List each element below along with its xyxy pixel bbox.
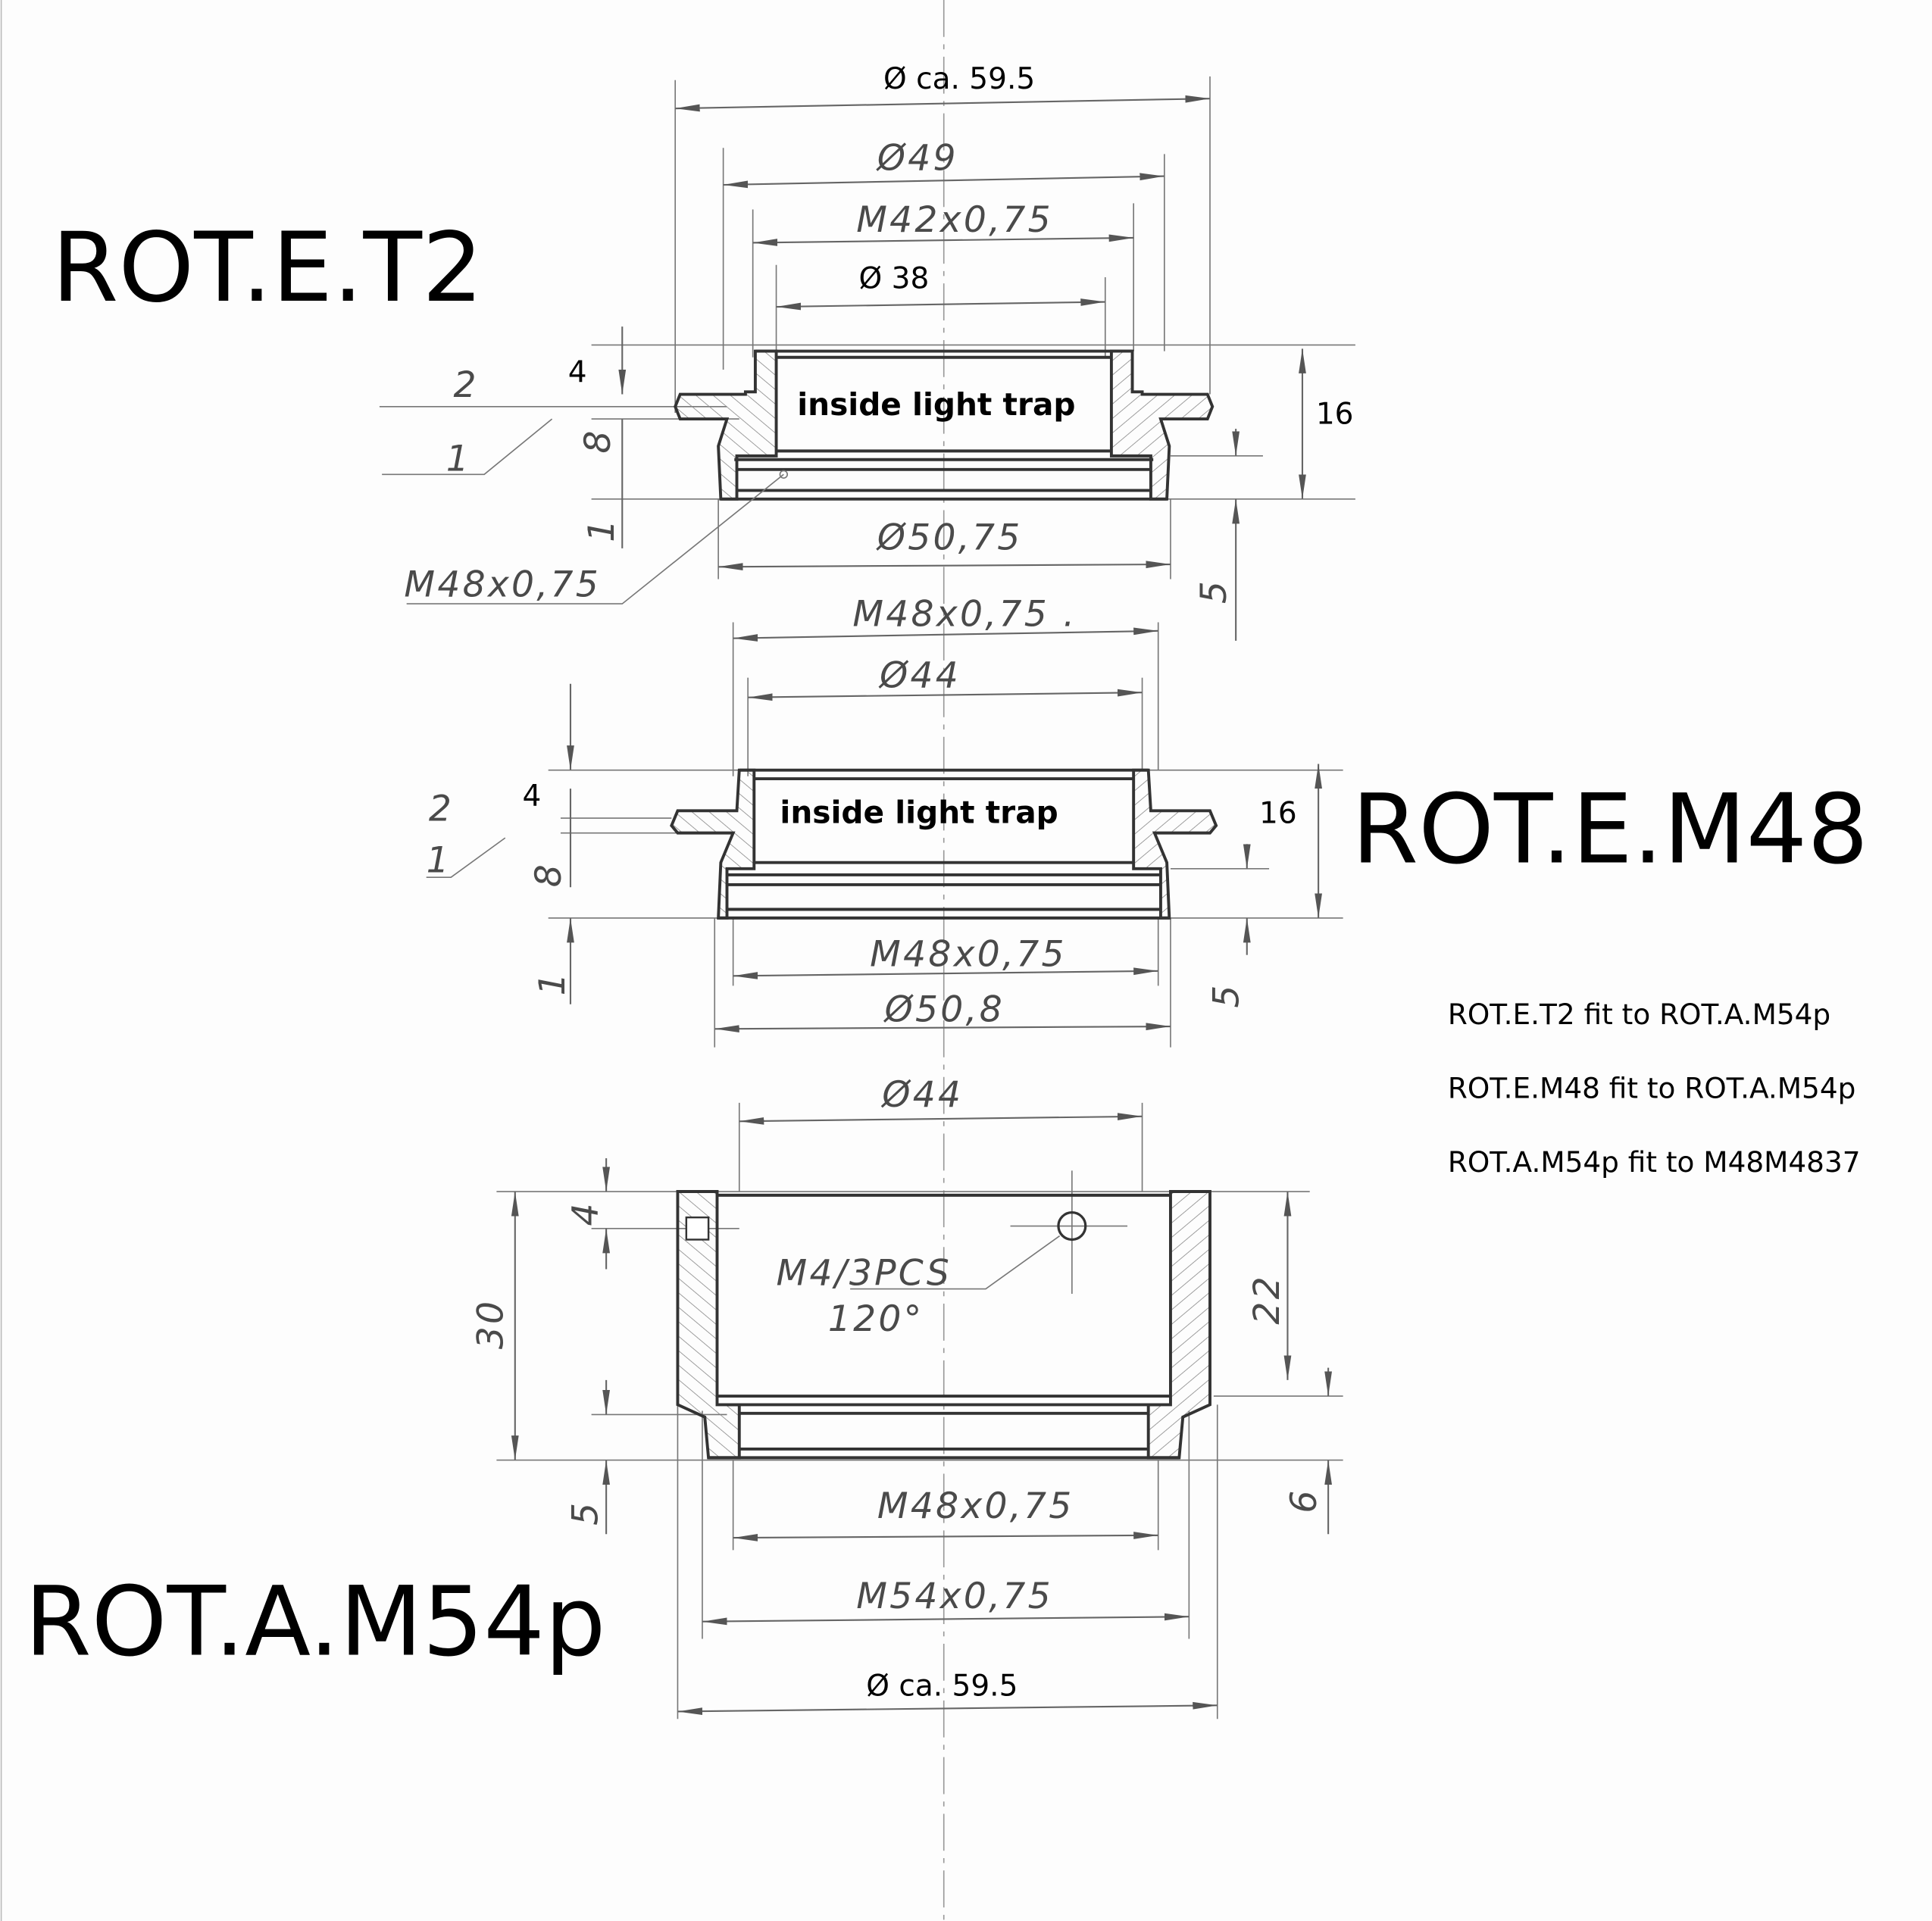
part-rot-e-t2: Ø ca. 59.5 Ø49 M42x0,75 Ø 38 inside ligh… <box>379 62 1355 641</box>
light-trap-label: inside light trap <box>780 795 1058 831</box>
dim-22-label: 22 <box>1246 1274 1288 1325</box>
screw-note-label: M4/3PCS <box>777 1253 952 1295</box>
d49-label: Ø49 <box>876 137 958 179</box>
extension-lines <box>496 1102 1343 1720</box>
d44-label: Ø44 <box>878 655 961 697</box>
title-rot-e-t2: ROT.E.T2 <box>52 211 483 323</box>
dim-1-label: 1 <box>532 970 574 995</box>
thread-inner-label: M48x0,75 <box>877 1485 1074 1527</box>
title-rot-e-m48: ROT.E.M48 <box>1352 773 1868 886</box>
d50-8-label: Ø50,8 <box>883 989 1005 1031</box>
title-rot-a-m54p: ROT.A.M54p <box>25 1566 606 1678</box>
extension-lines <box>379 76 1355 579</box>
dim-4-label: 4 <box>565 1201 607 1226</box>
dim-6-label: 6 <box>1283 1488 1325 1513</box>
callout-2: 2 <box>453 364 478 406</box>
dim-8-label: 8 <box>528 862 570 887</box>
section-wall-mirror <box>1146 1190 1211 1460</box>
screw-hole-section <box>685 1216 710 1241</box>
thread-top-label: M48x0,75 . <box>852 593 1077 635</box>
screw-leader <box>850 1235 1061 1290</box>
part-rot-a-m54p: Ø44 4 30 M4/3PCS 120° 22 5 6 M48x0,75 M5… <box>470 1074 1343 1720</box>
thread-bottom-label: M48x0,75 <box>870 933 1067 975</box>
d44-label: Ø44 <box>880 1074 963 1116</box>
thread-outer-label: M54x0,75 <box>856 1576 1053 1617</box>
dim-5-label: 5 <box>565 1501 607 1526</box>
leader-lines <box>382 418 789 604</box>
part-rot-e-m48: M48x0,75 . Ø44 4 2 1 8 inside light trap… <box>426 593 1343 1048</box>
callout-1: 1 <box>446 438 471 479</box>
part-edges <box>708 1193 1180 1460</box>
d50-75-label: Ø50,75 <box>876 517 1023 558</box>
section-wall <box>670 768 756 920</box>
callout-2: 2 <box>429 788 454 829</box>
dimension-lines <box>618 95 1306 641</box>
section-wall-mirror <box>1132 768 1218 920</box>
part-edges <box>718 768 1170 920</box>
height-30-label: 30 <box>470 1299 512 1350</box>
leader-line <box>426 837 506 879</box>
callout-1: 1 <box>427 840 452 882</box>
thread-outer-label: M48x0,75 <box>404 564 601 605</box>
note-1: ROT.E.T2 fit to ROT.A.M54p <box>1448 998 1830 1031</box>
dim-8-label: 8 <box>577 428 619 453</box>
dimension-lines <box>511 1113 1333 1715</box>
outer-diameter-label: Ø ca. 59.5 <box>883 62 1035 96</box>
section-wall-mirror <box>1109 349 1215 501</box>
d38-label: Ø 38 <box>859 262 930 296</box>
thread-inner-label: M42x0,75 <box>856 199 1053 241</box>
angle-label: 120° <box>828 1298 924 1340</box>
outer-diameter-label: Ø ca. 59.5 <box>866 1669 1018 1703</box>
note-3: ROT.A.M54p fit to M48M4837 <box>1448 1145 1861 1179</box>
note-2: ROT.E.M48 fit to ROT.A.M54p <box>1448 1071 1855 1104</box>
light-trap-label: inside light trap <box>797 386 1075 423</box>
dim-4-label: 4 <box>568 355 587 389</box>
height-16-label: 16 <box>1316 398 1354 432</box>
dimension-lines <box>567 627 1322 1032</box>
part-edges <box>721 349 1168 501</box>
section-wall <box>674 349 778 501</box>
dim-5-label: 5 <box>1205 982 1247 1007</box>
height-16-label: 16 <box>1259 797 1297 831</box>
dim-4-label: 4 <box>523 779 542 814</box>
dim-1-label: 1 <box>581 517 623 542</box>
screw-hole-icon <box>1057 1211 1087 1242</box>
dim-5-label: 5 <box>1193 579 1235 604</box>
